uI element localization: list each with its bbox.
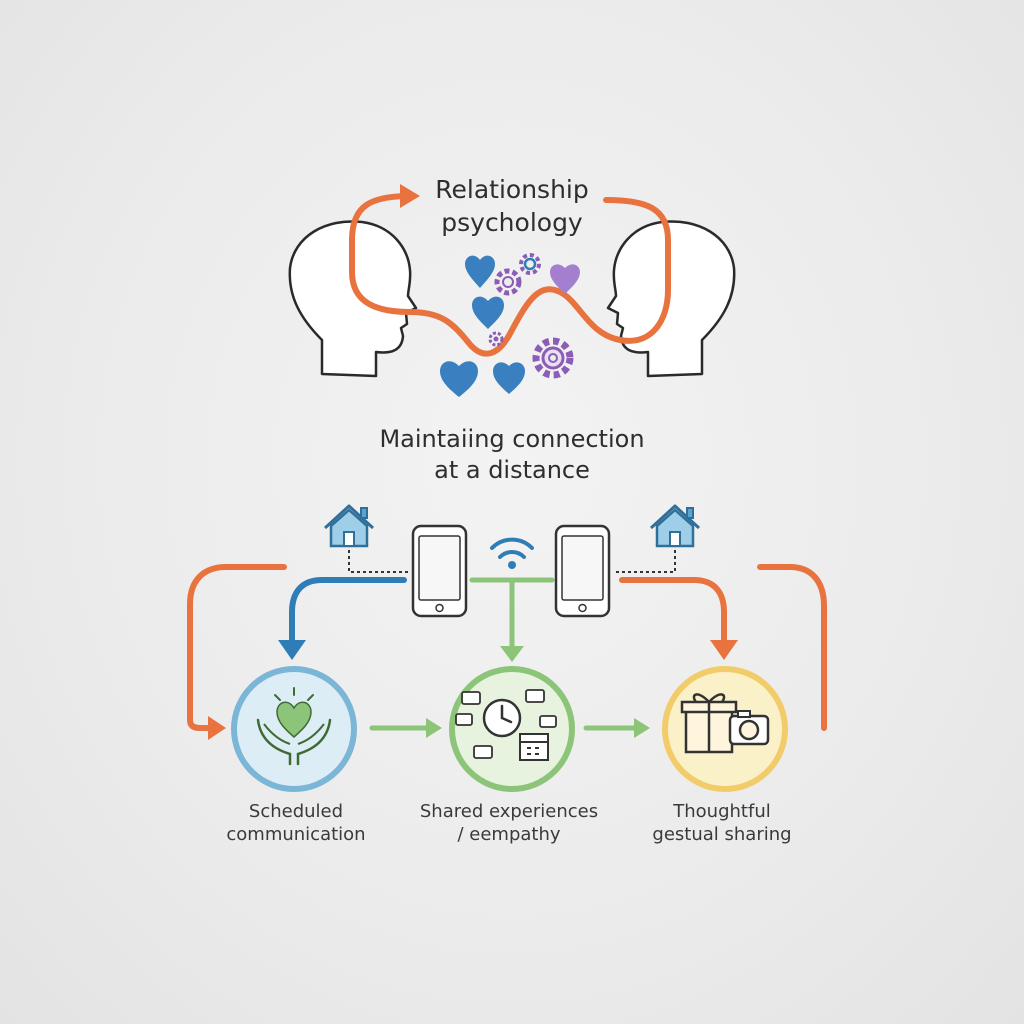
caption-2-line-1: Shared experiences bbox=[419, 801, 599, 822]
gear-icon bbox=[532, 337, 574, 379]
orange-arrowhead bbox=[208, 716, 226, 740]
caption-1-line-1: Scheduled bbox=[248, 801, 344, 822]
node-scheduled-communication bbox=[231, 666, 357, 792]
relationship-wave-line bbox=[349, 193, 671, 357]
caption-2-line-2: / eempathy bbox=[457, 824, 561, 846]
caption-thoughtful-sharing: Thoughtful gestual sharing bbox=[607, 800, 837, 847]
house-icon bbox=[649, 504, 701, 548]
title-top-line-2: psychology bbox=[441, 207, 583, 237]
orange-arrow-right bbox=[619, 577, 727, 645]
title-mid-line-2: at a distance bbox=[434, 456, 590, 485]
wifi-icon bbox=[490, 537, 534, 569]
smartphone-icon bbox=[554, 524, 611, 618]
green-arrowhead bbox=[634, 718, 650, 738]
gear-icon bbox=[488, 331, 504, 347]
left-head-icon bbox=[288, 220, 418, 378]
heart-icon bbox=[472, 296, 504, 329]
node-shared-experiences bbox=[449, 666, 575, 792]
smartphone-icon bbox=[411, 524, 468, 618]
caption-3-line-2: gestual sharing bbox=[652, 824, 792, 846]
orange-return-line bbox=[757, 564, 827, 731]
maintaining-connection-title: Maintaiing connection at a distance bbox=[312, 424, 712, 486]
gift-camera-icon bbox=[680, 693, 770, 754]
blue-arrowhead bbox=[278, 640, 306, 660]
heart-icon bbox=[440, 361, 478, 397]
caption-3-line-1: Thoughtful bbox=[673, 801, 771, 822]
caption-shared-experiences: Shared experiences / eempathy bbox=[394, 800, 624, 847]
right-head-icon bbox=[606, 220, 736, 378]
orange-arrow-left bbox=[187, 564, 287, 731]
heart-in-hands-icon bbox=[256, 687, 332, 766]
node-thoughtful-sharing bbox=[662, 666, 788, 792]
orange-arrowhead bbox=[710, 640, 738, 660]
blue-arrow bbox=[289, 577, 407, 645]
gear-icon bbox=[519, 253, 541, 275]
title-mid-line-1: Maintaiing connection bbox=[379, 425, 645, 453]
title-top-line-1: Relationship bbox=[435, 175, 589, 204]
heart-icon bbox=[465, 255, 495, 288]
gear-icon bbox=[494, 268, 522, 296]
heart-icon bbox=[493, 362, 525, 394]
relationship-psychology-title: Relationship psychology bbox=[362, 174, 662, 239]
dotted-link-left bbox=[348, 550, 408, 573]
clock-calendar-chat-icon bbox=[455, 689, 557, 761]
green-arrowhead bbox=[500, 646, 524, 662]
house-icon bbox=[323, 504, 375, 548]
heart-icon bbox=[550, 264, 580, 294]
caption-1-line-2: communication bbox=[226, 824, 366, 846]
caption-scheduled-communication: Scheduled communication bbox=[181, 800, 411, 847]
orange-arrowhead bbox=[400, 184, 420, 208]
green-connector bbox=[469, 577, 555, 651]
green-arrowhead bbox=[426, 718, 442, 738]
dotted-link-right bbox=[616, 550, 676, 573]
